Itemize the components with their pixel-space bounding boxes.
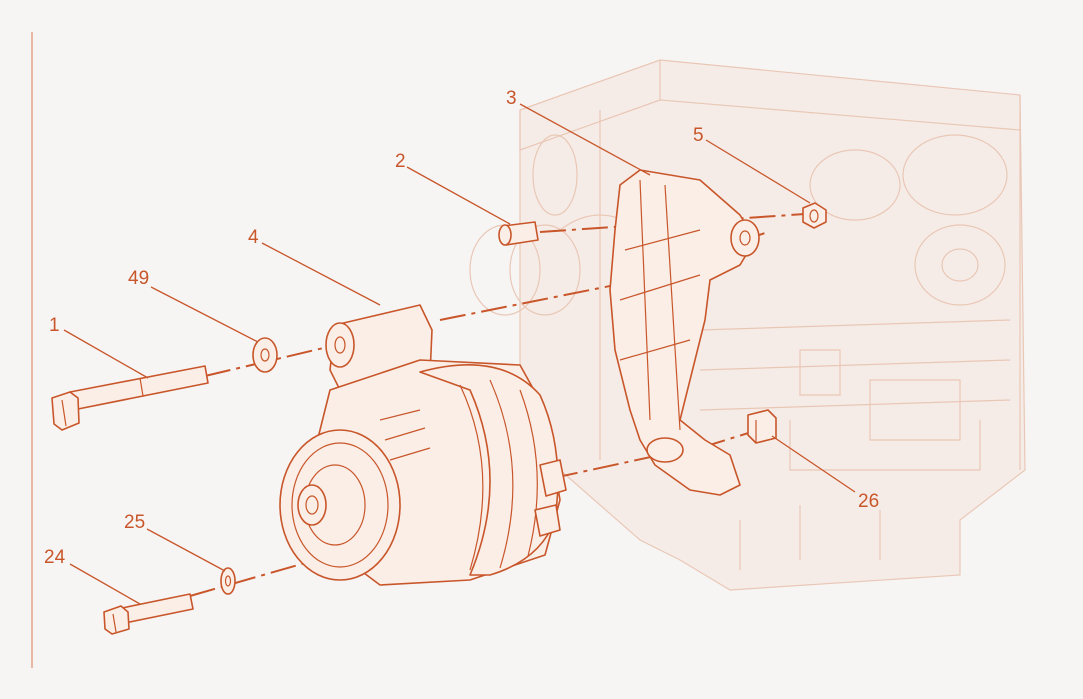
part-5-nut [802,202,827,229]
part-4-alternator [279,304,567,586]
callout-24: 24 [44,547,66,568]
callout-1: 1 [49,315,60,336]
callout-26: 26 [858,491,879,512]
part-25-washer [220,567,236,595]
part-49-washer [252,337,278,373]
callout-5: 5 [693,125,704,146]
callout-25: 25 [124,512,145,533]
callout-2: 2 [395,151,406,172]
callout-49: 49 [128,268,149,289]
part-2-spacer [498,221,539,246]
callout-4: 4 [248,227,259,248]
callout-3: 3 [506,88,517,109]
part-1-bolt [51,365,209,431]
part-3-bracket [609,169,760,496]
leader-lines [63,103,856,605]
part-26-square-nut [747,409,777,444]
part-24-bolt [103,593,194,635]
